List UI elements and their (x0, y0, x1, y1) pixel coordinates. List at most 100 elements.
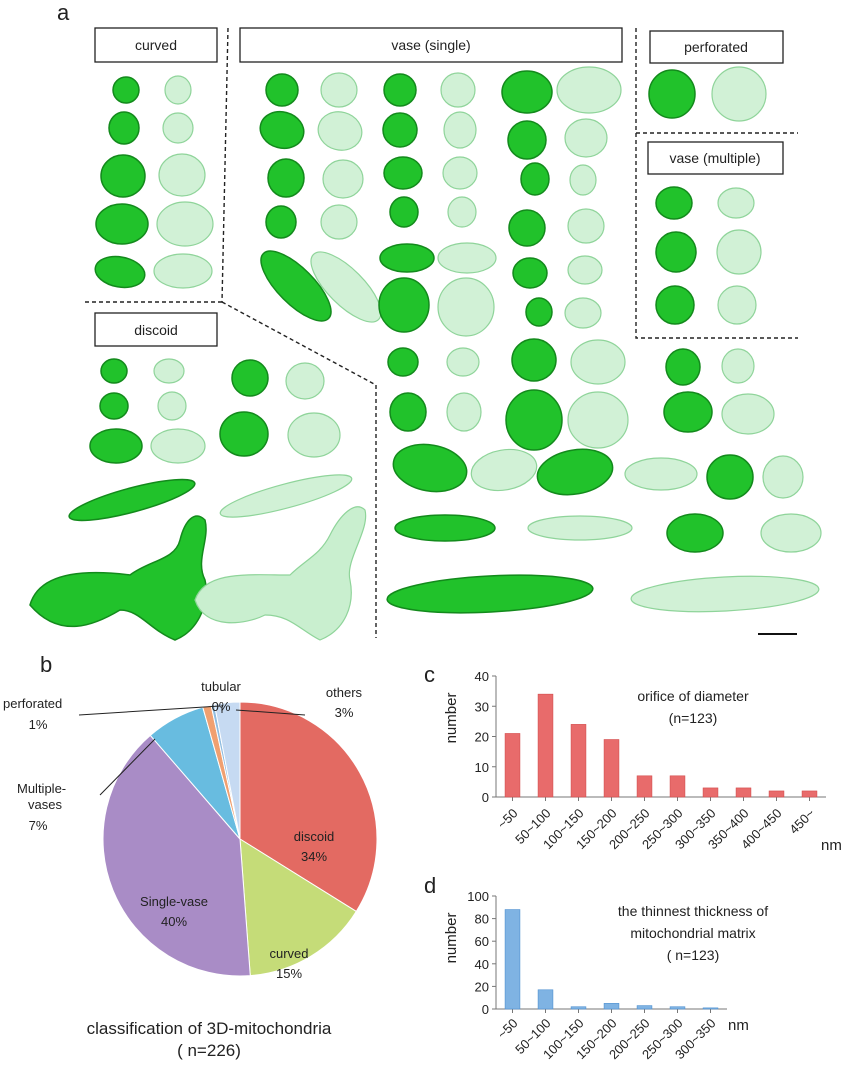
mitochondrion-solid-render (655, 285, 695, 325)
dashed-dividers (85, 27, 798, 638)
bar-c-0 (504, 733, 521, 798)
mitochondrion-solid-render (525, 297, 553, 327)
pie-leader-line (99, 738, 156, 796)
mitochondrion-solid-render (99, 392, 129, 420)
y-tick-label: 20 (475, 730, 489, 745)
mitochondrion-transparent-render (443, 111, 477, 149)
y-tick-label: 30 (475, 699, 489, 714)
mitochondrion-solid-render (655, 186, 693, 220)
mitochondrion-transparent-render (310, 251, 382, 323)
bar-d-4 (636, 1005, 653, 1010)
mitochondrion-solid-render (379, 243, 435, 273)
mitochondrion-solid-render (265, 73, 299, 107)
mitochondrion-solid-render (508, 209, 546, 247)
mitochondrion-solid-render (387, 347, 419, 377)
mitochondrion-transparent-render (194, 506, 367, 641)
mitochondrion-transparent-render (470, 448, 538, 492)
category-box-vase-multiple: vase (multiple) (647, 141, 784, 175)
pie-leader-line (78, 705, 221, 716)
mitochondrion-solid-render (29, 515, 207, 641)
panel-c-title: orifice of diameter (637, 688, 749, 704)
panel-d-letter: d (424, 873, 436, 898)
panel-a-letter: a (57, 0, 70, 25)
panel-d-subtitle: ( n=123) (667, 947, 720, 963)
bar-d-1 (537, 989, 554, 1010)
category-label-perforated: perforated (684, 39, 748, 55)
bar-c-8 (768, 790, 785, 798)
bar-d-5 (669, 1006, 686, 1010)
pie-title: classification of 3D-mitochondria (87, 1019, 332, 1038)
mitochondrion-solid-render (386, 574, 594, 614)
bar-d-0 (504, 909, 521, 1010)
panel-d-bar-chart: d number the thinnest thickness of mitoc… (424, 873, 768, 1062)
mitochondrion-solid-render (663, 391, 713, 433)
mitochondrion-transparent-render (162, 112, 194, 144)
bar-c-1 (537, 693, 554, 798)
mitochondrion-solid-render (378, 277, 430, 333)
mitochondrion-solid-render (383, 156, 423, 190)
mitochondrion-solid-render (382, 112, 418, 148)
mitochondrion-transparent-render (711, 66, 767, 122)
mitochondrion-solid-render (231, 359, 269, 397)
mitochondrion-solid-render (389, 196, 419, 228)
y-tick-label: 20 (475, 979, 489, 994)
y-tick-label: 10 (475, 760, 489, 775)
pie-label-discoid: discoid (294, 829, 334, 844)
mitochondrion-transparent-render (153, 358, 185, 384)
category-box-curved: curved (94, 27, 218, 63)
panel-c-subtitle: (n=123) (669, 710, 718, 726)
pie-slices (102, 701, 378, 977)
mitochondrion-solid-render (100, 358, 128, 384)
panel-d-title-line1: the thinnest thickness of (618, 903, 768, 919)
mitochondrion-transparent-render (567, 391, 629, 449)
pie-label-multiple-vases-1: Multiple- (17, 781, 66, 796)
mitochondrion-transparent-render (630, 575, 820, 613)
mitochondrion-transparent-render (287, 412, 341, 458)
pie-leader-line (235, 709, 306, 716)
pie-slice-discoid (239, 701, 378, 913)
mitochondrion-transparent-render (157, 391, 187, 421)
pie-subtitle: ( n=226) (177, 1041, 241, 1060)
mitochondrion-transparent-render (567, 255, 603, 285)
y-tick-label: 40 (475, 669, 489, 684)
mitochondrion-solid-render (267, 158, 305, 198)
mitochondrion-transparent-render (156, 201, 214, 247)
mitochondrion-transparent-render (440, 72, 476, 108)
mitochondria-renderings (29, 66, 822, 641)
category-box-perforated: perforated (649, 30, 784, 64)
mitochondrion-transparent-render (564, 118, 608, 158)
mitochondrion-solid-render (219, 411, 269, 457)
mitochondrion-transparent-render (442, 156, 478, 190)
mitochondrion-transparent-render (716, 229, 762, 275)
mitochondrion-solid-render (100, 154, 146, 198)
pie-label-single-vase: Single-vase (140, 894, 208, 909)
mitochondrion-transparent-render (158, 153, 206, 197)
mitochondrion-transparent-render (570, 339, 626, 385)
mitochondrion-transparent-render (446, 347, 480, 377)
mitochondrion-solid-render (511, 338, 557, 382)
mitochondrion-transparent-render (721, 393, 775, 435)
mitochondrion-transparent-render (527, 515, 633, 541)
mitochondrion-solid-render (665, 348, 701, 386)
mitochondrion-solid-render (260, 250, 332, 322)
mitochondrion-transparent-render (567, 208, 605, 244)
mitochondrion-transparent-render (150, 428, 206, 464)
category-label-vase-single: vase (single) (391, 37, 470, 53)
x-tick-label: ~50 (494, 806, 520, 832)
pie-pct-single-vase: 40% (161, 914, 187, 929)
mitochondrion-solid-render (112, 76, 140, 104)
y-tick-label: 100 (467, 889, 489, 904)
pie-slice-single-vase (102, 734, 251, 977)
pie-pct-perforated: 1% (29, 717, 48, 732)
mitochondrion-transparent-render (317, 111, 363, 151)
mitochondrion-transparent-render (721, 348, 755, 384)
mitochondrion-solid-render (536, 448, 614, 496)
pie-pct-tubular: 0% (212, 699, 231, 714)
mitochondrion-solid-render (501, 70, 553, 114)
mitochondrion-solid-render (505, 389, 563, 451)
mitochondrion-transparent-render (556, 66, 622, 114)
category-label-discoid: discoid (134, 322, 178, 338)
mitochondrion-transparent-render (447, 196, 477, 228)
x-tick-label: 450~ (786, 805, 818, 837)
